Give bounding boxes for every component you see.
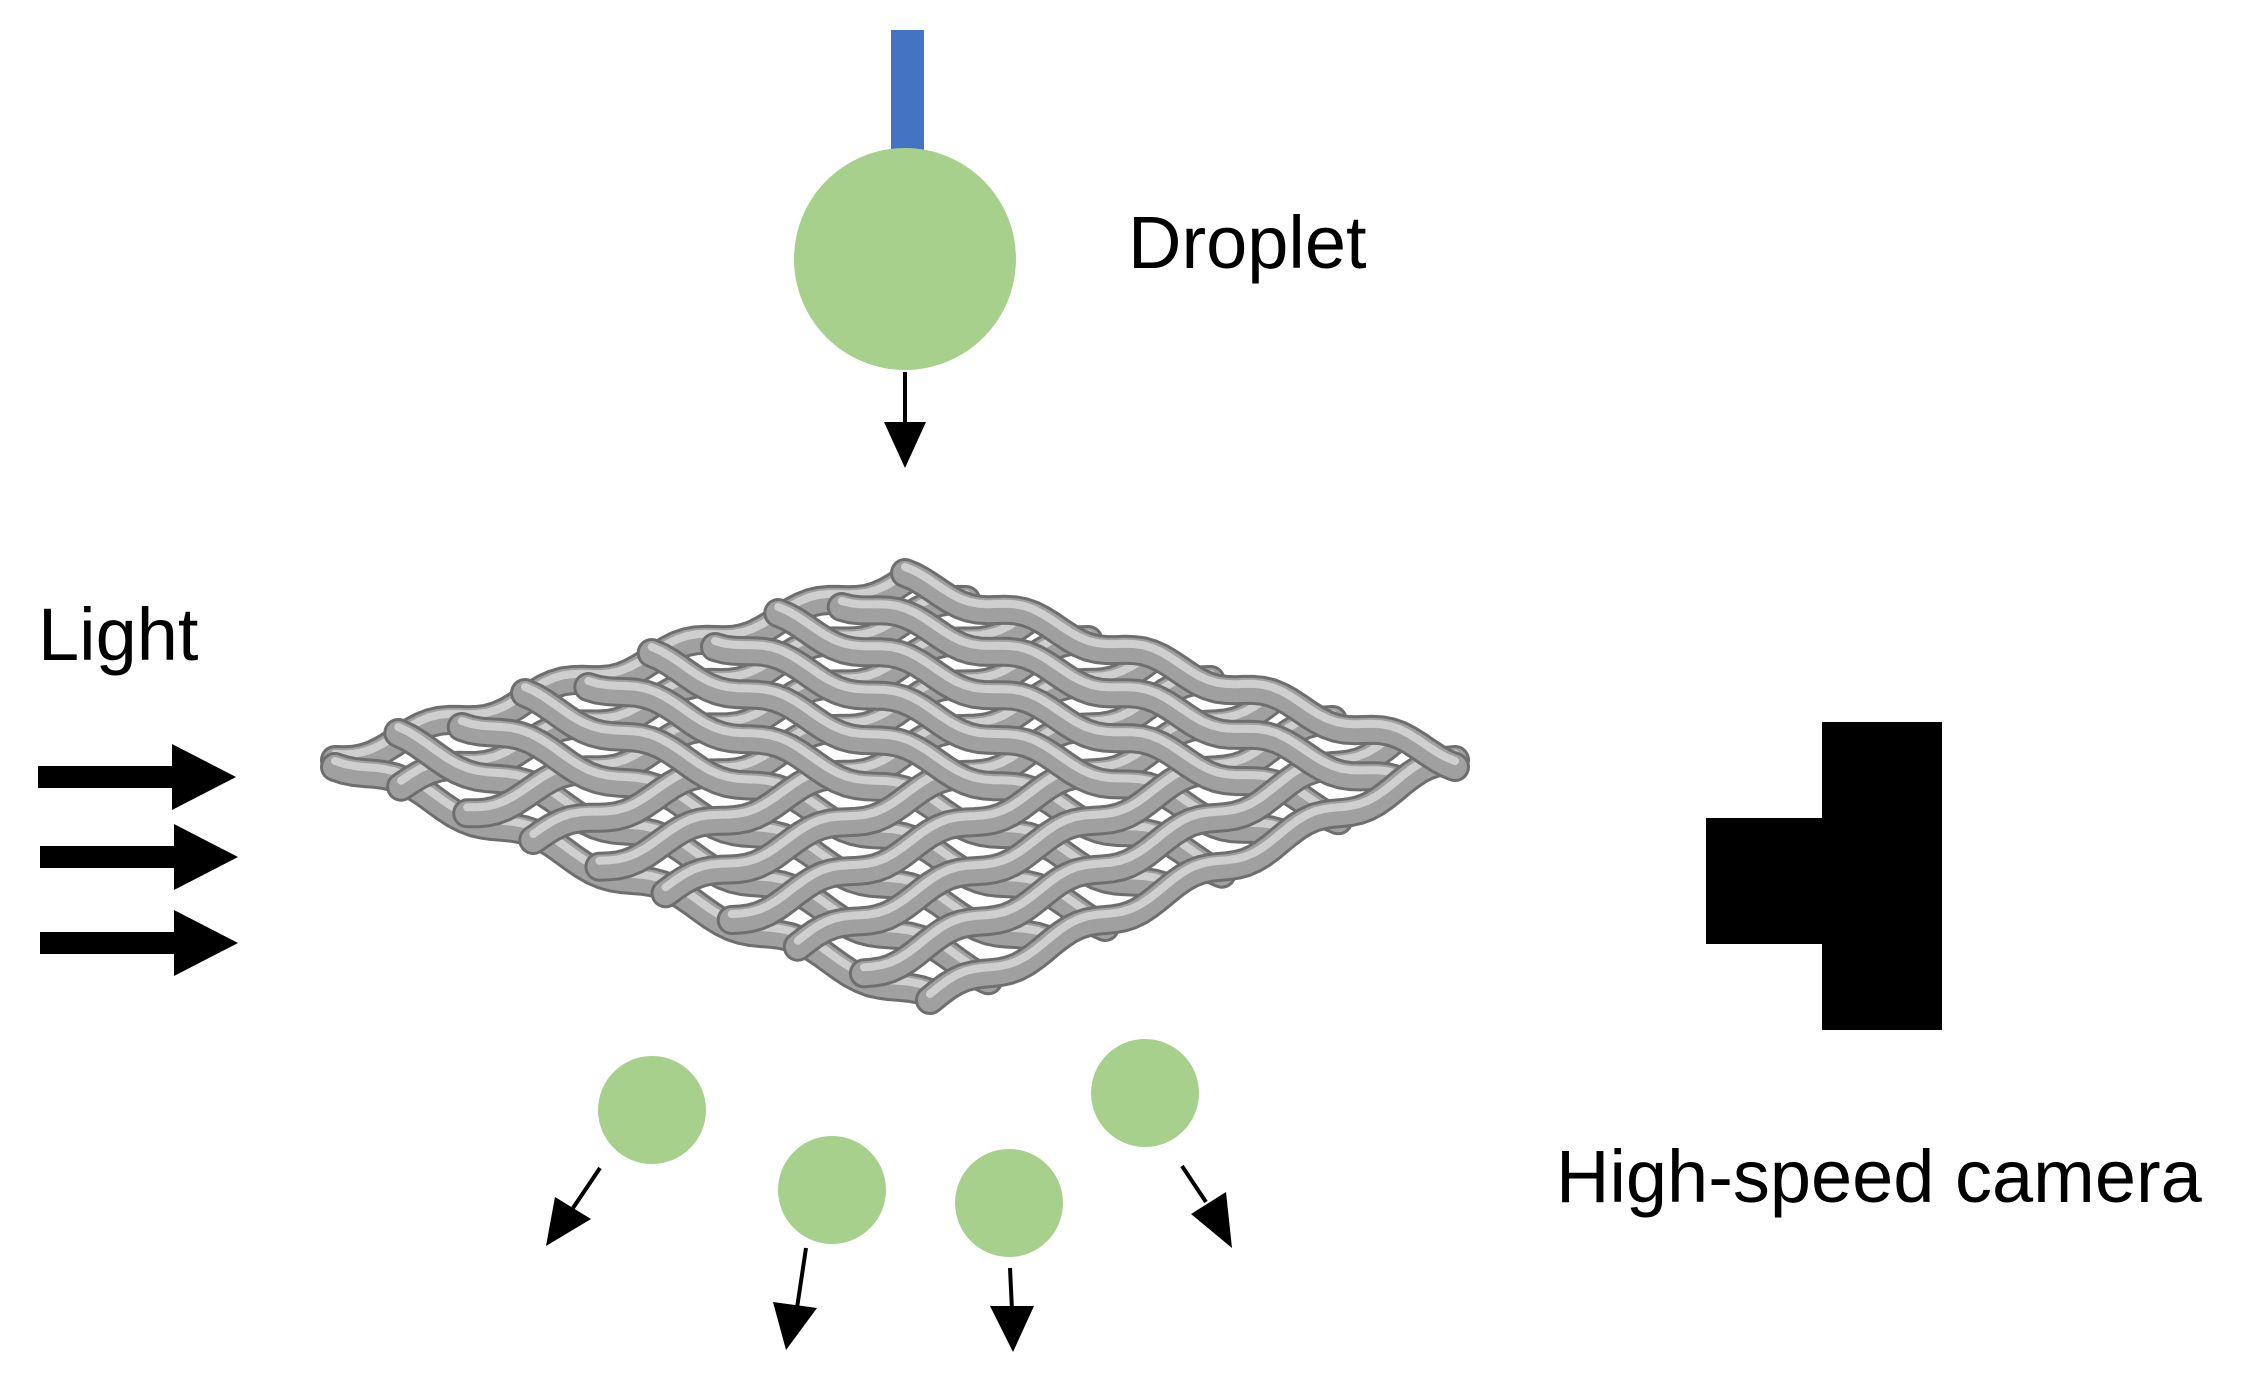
down-arrow-icon (884, 372, 926, 468)
mesh-fiber (386, 721, 1001, 993)
light-label: Light (38, 593, 199, 676)
arrow-right-icon (40, 824, 238, 890)
woven-mesh-icon (320, 558, 1470, 1015)
arrow-down-icon (990, 1267, 1034, 1352)
light-arrows (38, 744, 238, 976)
camera-label: High-speed camera (1556, 1135, 2203, 1218)
splash-droplet (598, 1056, 706, 1164)
mesh-fiber (766, 601, 1351, 833)
splash-droplet (955, 1149, 1063, 1257)
mesh-fiber (829, 595, 1409, 792)
mesh-fiber (785, 708, 1345, 959)
mesh-fiber-highlight (774, 603, 1343, 819)
splash-droplet (778, 1136, 886, 1244)
mesh-fiber-highlight (331, 570, 909, 759)
splash-arrows (546, 1164, 1232, 1352)
mesh-fiber-highlight (711, 637, 1284, 831)
mesh-fiber (513, 681, 1117, 939)
droplet-top (794, 148, 1016, 370)
mesh-fiber (918, 748, 1467, 1012)
arrow-down-icon (773, 1247, 817, 1350)
arrow-right-icon (40, 910, 238, 976)
mesh-fiber-highlight (584, 677, 1168, 885)
arrow-down-right-icon (1180, 1164, 1232, 1248)
mesh-fiber-highlight (901, 563, 1459, 765)
mesh-fiber-highlight (926, 750, 1459, 998)
camera-icon (1706, 722, 1942, 1030)
needle-icon (891, 30, 924, 150)
mesh-fiber (703, 635, 1292, 845)
mesh-fiber (893, 561, 1467, 779)
splash-droplet (1091, 1039, 1199, 1147)
arrow-right-icon (38, 744, 236, 810)
mesh-fiber-highlight (793, 710, 1337, 945)
arrow-down-left-icon (546, 1166, 602, 1246)
mesh-fiber (449, 715, 1059, 952)
mesh-fiber (323, 755, 942, 1005)
mesh-fiber (639, 641, 1234, 886)
mesh-fiber (576, 675, 1176, 899)
mesh-fiber-highlight (837, 597, 1401, 778)
droplet-label: Droplet (1128, 201, 1367, 284)
splashed-droplets (598, 1039, 1199, 1257)
